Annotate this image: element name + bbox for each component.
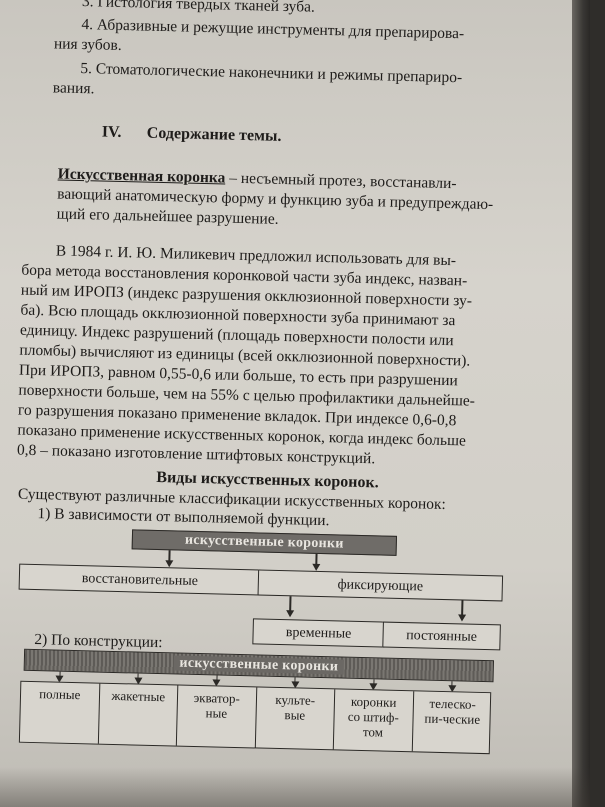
diagram2-cell: жакетные bbox=[98, 683, 179, 746]
list-item-3-partial: 3. Гистология твердых тканей зуба. bbox=[81, 0, 316, 16]
diagram2-header-label: искусственные коронки bbox=[173, 655, 345, 675]
diagram1-box-temporary: временные bbox=[252, 618, 385, 648]
definition-line3: щий его дальнейшее разрушение. bbox=[56, 205, 279, 228]
diagram2-cell-line: ные bbox=[205, 705, 228, 721]
definition-term: Искусственная коронка bbox=[57, 165, 226, 187]
page-edge-shadow bbox=[572, 0, 590, 807]
diagram2-cell: экватор-ные bbox=[176, 685, 257, 748]
section-title: Содержание темы. bbox=[146, 124, 282, 145]
document-page: 3. Гистология твердых тканей зуба. 4. Аб… bbox=[0, 0, 590, 807]
diagram2-cell: телеско-пи-ческие bbox=[412, 691, 492, 753]
diagram2-cell-line: полные bbox=[39, 686, 81, 703]
diagram2-cell: полные bbox=[19, 681, 100, 744]
definition-rest: – несъемный протез, восстанавли- bbox=[225, 169, 457, 193]
diagram1-box-permanent: постоянные bbox=[382, 621, 501, 651]
list-item-4-line2: ния зубов. bbox=[53, 35, 122, 54]
section-number: IV. bbox=[101, 123, 122, 142]
diagram2-cell-line: пи-ческие bbox=[424, 710, 481, 727]
diagram2-cell-line: вые bbox=[284, 707, 306, 723]
list-item-5-line2: вания. bbox=[52, 79, 95, 98]
page-bottom-shadow bbox=[0, 767, 590, 807]
diagram1-box-restorative: восстановительные bbox=[18, 563, 262, 596]
diagram1-box-fixing: фиксирующие bbox=[257, 569, 504, 602]
diagram2-cell: культе-вые bbox=[255, 687, 336, 750]
diagram2-header: искусственные коронки bbox=[23, 648, 495, 683]
list-item-5-line1: 5. Стоматологические наконечники и режим… bbox=[80, 59, 463, 87]
list-item-4-line1: 4. Абразивные и режущие инструменты для … bbox=[81, 15, 465, 43]
diagram2-cell-line: том bbox=[362, 724, 384, 740]
diagram1-header: искусственные коронки bbox=[131, 529, 398, 556]
diagram2-cell-line: жакетные bbox=[111, 687, 166, 705]
